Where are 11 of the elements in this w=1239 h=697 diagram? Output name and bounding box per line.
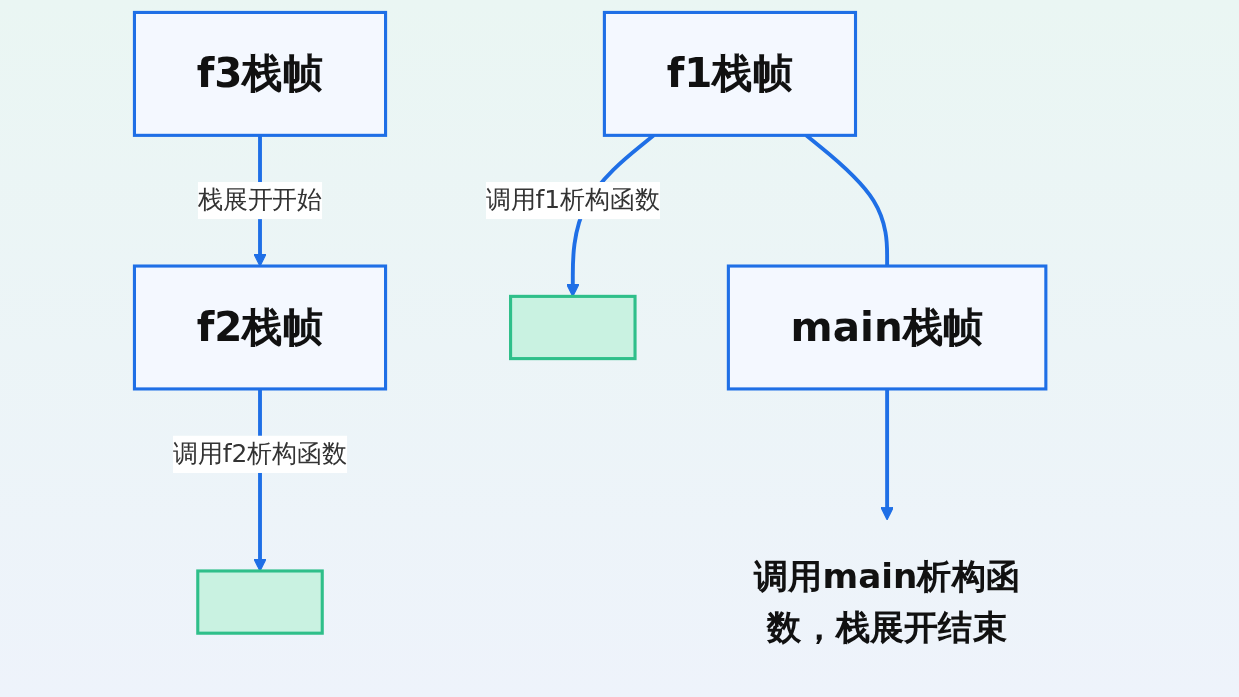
- node-box: [196, 569, 324, 635]
- node-text: 调用main析构函数，栈展开结束: [753, 556, 1020, 648]
- edge-label: 栈展开开始: [197, 185, 323, 215]
- node-box: f2栈帧: [132, 264, 387, 391]
- arrow: [880, 388, 894, 521]
- node-box: main栈帧: [726, 264, 1048, 391]
- edge-label: 调用f1析构函数: [485, 185, 660, 215]
- node-box: f1栈帧: [602, 10, 857, 137]
- node-box: f3栈帧: [132, 10, 387, 137]
- node-box: [508, 294, 637, 361]
- edge-label: 调用f2析构函数: [172, 438, 347, 469]
